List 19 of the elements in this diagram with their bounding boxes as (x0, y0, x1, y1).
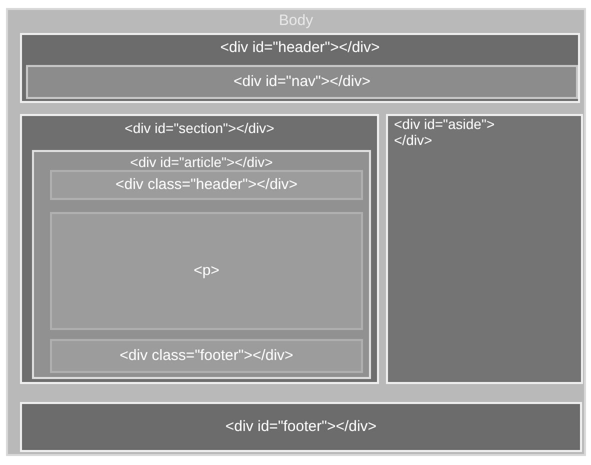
footer-box (20, 402, 582, 452)
node-label: <div id="nav"></div> (234, 72, 370, 92)
node-label: <div class="footer"></div> (120, 346, 294, 366)
node-label: <div id="aside"></div> (393, 116, 496, 148)
node-label: <div id="footer"></div> (225, 416, 377, 437)
paragraph-box (50, 212, 363, 330)
node-label: <div id="section"></div> (124, 119, 274, 137)
node-label: <div id="header"></div> (220, 39, 380, 57)
article-box (32, 150, 371, 379)
aside-box (386, 114, 583, 384)
header-box (20, 33, 580, 103)
section-box (20, 114, 379, 384)
article-footer-box (50, 339, 363, 373)
node-label: <div id="article"></div> (130, 153, 273, 171)
node-label: <div class="header"></div> (115, 174, 298, 195)
body-container-box (6, 8, 586, 456)
nav-box (26, 65, 578, 99)
node-label: <p> (194, 260, 220, 281)
article-header-box (50, 170, 363, 200)
